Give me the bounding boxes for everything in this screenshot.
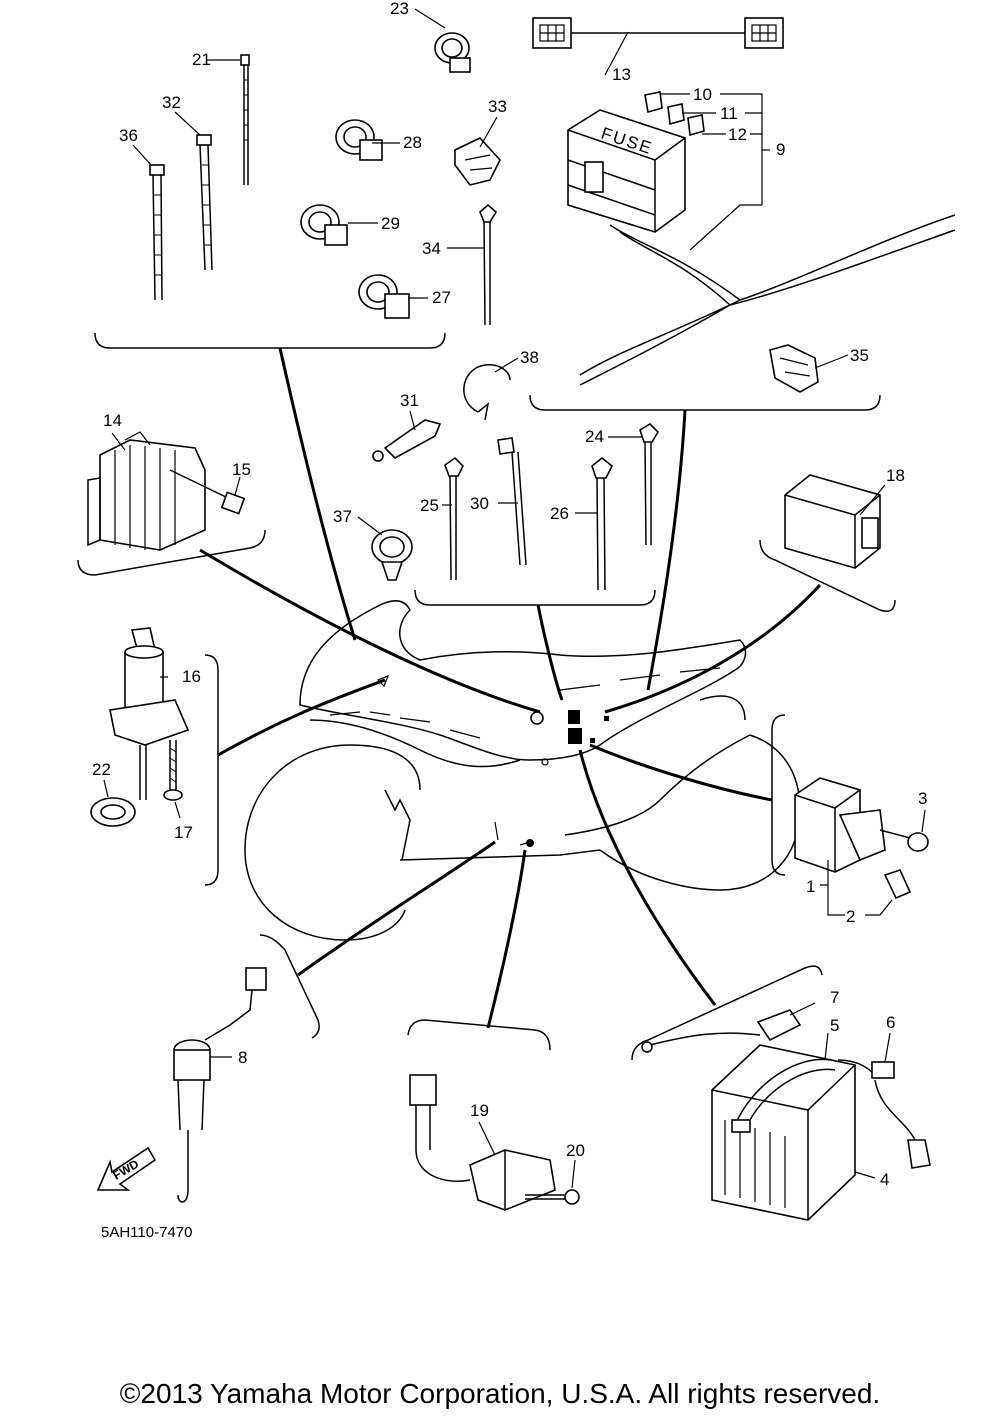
cable-tie-30 (497, 437, 527, 566)
coupler-13 (532, 17, 784, 49)
bracket-main-switch (204, 654, 386, 886)
bracket-sidestand-switch (407, 849, 551, 1051)
label-18: 18 (886, 466, 905, 485)
band-38 (463, 363, 511, 421)
earth-lead-31 (372, 419, 442, 462)
main-switch-16 (109, 627, 190, 800)
lead-cover-2 (883, 869, 912, 900)
label-26: 26 (550, 504, 569, 523)
label-2: 2 (846, 907, 855, 926)
label-7: 7 (830, 988, 839, 1007)
label-4: 4 (880, 1170, 889, 1189)
starter-relay-1 (794, 777, 886, 873)
label-30: 30 (470, 494, 489, 513)
fuse-box-9: FUSE (567, 109, 956, 386)
copyright-notice: ©2013 Yamaha Motor Corporation, U.S.A. A… (119, 1378, 881, 1409)
clamp-23 (434, 32, 471, 73)
label-31: 31 (400, 391, 419, 410)
negative-lead-6 (837, 1059, 931, 1169)
neutral-switch-8 (173, 967, 267, 1203)
battery-band-5 (731, 1058, 836, 1133)
label-5: 5 (830, 1016, 839, 1035)
label-29: 29 (381, 214, 400, 233)
clamp-27 (358, 274, 410, 319)
cable-tie-24 (639, 422, 660, 546)
fwd-arrow: FWD (96, 1146, 157, 1191)
label-34: 34 (422, 239, 441, 258)
cable-tie-25 (444, 456, 464, 581)
fuses-10-11-12 (644, 91, 705, 137)
bracket-top-right (529, 394, 881, 691)
label-37: 37 (333, 507, 352, 526)
cable-tie-32 (196, 134, 213, 271)
label-1: 1 (806, 877, 815, 896)
cable-tie-21 (240, 54, 250, 185)
bracket-top-left (94, 332, 446, 641)
label-3: 3 (918, 789, 927, 808)
label-10: 10 (693, 85, 712, 104)
cable-tie-34 (479, 203, 498, 326)
label-33: 33 (488, 97, 507, 116)
label-11: 11 (720, 104, 738, 123)
label-14: 14 (103, 411, 122, 430)
diagram-code: 5AH110-7470 (101, 1224, 192, 1241)
battery-4 (711, 1044, 856, 1221)
bracket-1-2 (820, 860, 893, 916)
clamp-28 (335, 119, 383, 161)
rectifier-regulator-14 (87, 431, 206, 551)
label-16: 16 (182, 667, 201, 686)
bolt-15 (169, 469, 246, 515)
label-15: 15 (232, 460, 251, 479)
bracket-fuse-numbers (660, 93, 770, 251)
cable-tie-36 (149, 164, 165, 301)
label-36: 36 (119, 126, 138, 145)
bracket-relay (604, 539, 896, 714)
label-32: 32 (162, 93, 181, 112)
label-24: 24 (585, 427, 604, 446)
bracket-neutral-switch (259, 840, 496, 1039)
label-38: 38 (520, 348, 539, 367)
label-12: 12 (728, 125, 747, 144)
screw-20 (525, 1189, 580, 1205)
cover-22 (90, 797, 136, 827)
cable-tie-26 (591, 456, 614, 591)
sidestand-switch-19 (409, 1074, 556, 1211)
label-23: 23 (390, 0, 409, 18)
clamp-37 (371, 529, 413, 581)
positive-lead-7 (641, 1009, 802, 1053)
holder-35 (769, 344, 819, 393)
part-labels: 1 2 3 4 5 6 7 8 9 10 11 12 13 14 15 16 1… (92, 0, 927, 1189)
clamp-29 (300, 204, 348, 246)
label-13: 13 (612, 65, 631, 84)
label-9: 9 (776, 140, 785, 159)
label-28: 28 (403, 133, 422, 152)
leader-lines (103, 8, 926, 1189)
holder-33 (454, 137, 501, 186)
relay-18 (784, 474, 881, 569)
label-19: 19 (470, 1101, 489, 1120)
bolt-3 (879, 829, 929, 852)
label-22: 22 (92, 760, 111, 779)
label-27: 27 (432, 288, 451, 307)
label-8: 8 (238, 1048, 247, 1067)
screw-17 (163, 740, 183, 801)
motorcycle-outline (244, 600, 801, 941)
label-6: 6 (886, 1013, 895, 1032)
bracket-regulator (77, 529, 541, 714)
bracket-middle-ties (414, 589, 656, 701)
label-17: 17 (174, 823, 193, 842)
label-35: 35 (850, 346, 869, 365)
label-20: 20 (566, 1141, 585, 1160)
label-25: 25 (420, 496, 439, 515)
bracket-battery (578, 749, 823, 1061)
label-21: 21 (192, 50, 211, 69)
